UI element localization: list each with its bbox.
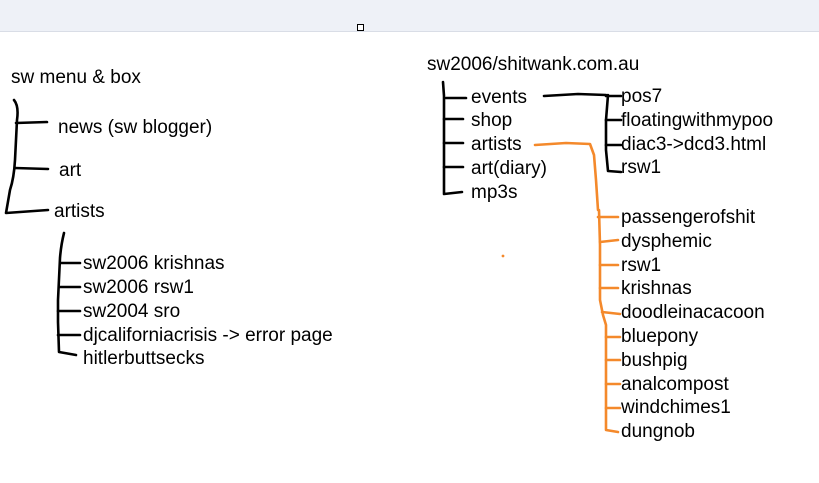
right-tree-title: sw2006/shitwank.com.au xyxy=(427,54,640,75)
toolbar xyxy=(0,0,819,32)
right-main-branch xyxy=(441,80,464,196)
left-item-art: art xyxy=(59,160,82,181)
resize-handle[interactable] xyxy=(357,24,364,31)
right-artists-link xyxy=(533,141,600,212)
left-item-news: news (sw blogger) xyxy=(58,117,213,138)
left-artist-5: hitlerbuttsecks xyxy=(83,348,205,369)
left-artists-branch xyxy=(56,231,78,357)
right-item-events: events xyxy=(471,87,527,108)
right-artist-4: krishnas xyxy=(621,278,692,299)
right-event-1: pos7 xyxy=(621,86,663,107)
right-item-art-diary: art(diary) xyxy=(471,158,548,179)
right-artist-5: doodleinacacoon xyxy=(621,302,765,323)
left-item-artists: artists xyxy=(54,201,105,222)
right-event-3: diac3->dcd3.html xyxy=(621,134,767,155)
left-artist-4: djcaliforniacrisis -> error page xyxy=(83,325,333,346)
left-artist-2: sw2006 rsw1 xyxy=(83,277,194,298)
right-events-link xyxy=(542,92,608,98)
right-connector-artist-5 xyxy=(600,310,622,316)
right-artist-1: passengerofshit xyxy=(621,207,756,228)
left-artist-3: sw2004 sro xyxy=(83,301,181,322)
right-item-artists: artists xyxy=(471,134,522,155)
right-connector-artist-2 xyxy=(598,238,620,244)
stray-orange-dot xyxy=(501,254,505,258)
left-artist-1: sw2006 krishnas xyxy=(83,253,225,274)
right-events-branch xyxy=(604,93,623,174)
right-artist-3: rsw1 xyxy=(621,255,662,276)
right-artist-7: bushpig xyxy=(621,350,688,371)
right-artist-9: windchimes1 xyxy=(621,397,731,418)
right-artist-10: dungnob xyxy=(621,421,695,442)
left-tree-title: sw menu & box xyxy=(11,67,141,88)
right-event-2: floatingwithmypoo xyxy=(621,110,774,131)
right-artists-branch xyxy=(597,208,620,434)
right-artist-8: analcompost xyxy=(621,374,729,395)
right-event-4: rsw1 xyxy=(621,157,662,178)
right-artist-2: dysphemic xyxy=(621,231,712,252)
left-connector-art xyxy=(13,166,50,171)
right-item-shop: shop xyxy=(471,110,513,131)
left-connector-news xyxy=(14,120,49,125)
right-item-mp3s: mp3s xyxy=(471,182,518,203)
right-artist-6: bluepony xyxy=(621,326,699,347)
left-main-branch xyxy=(4,98,50,215)
